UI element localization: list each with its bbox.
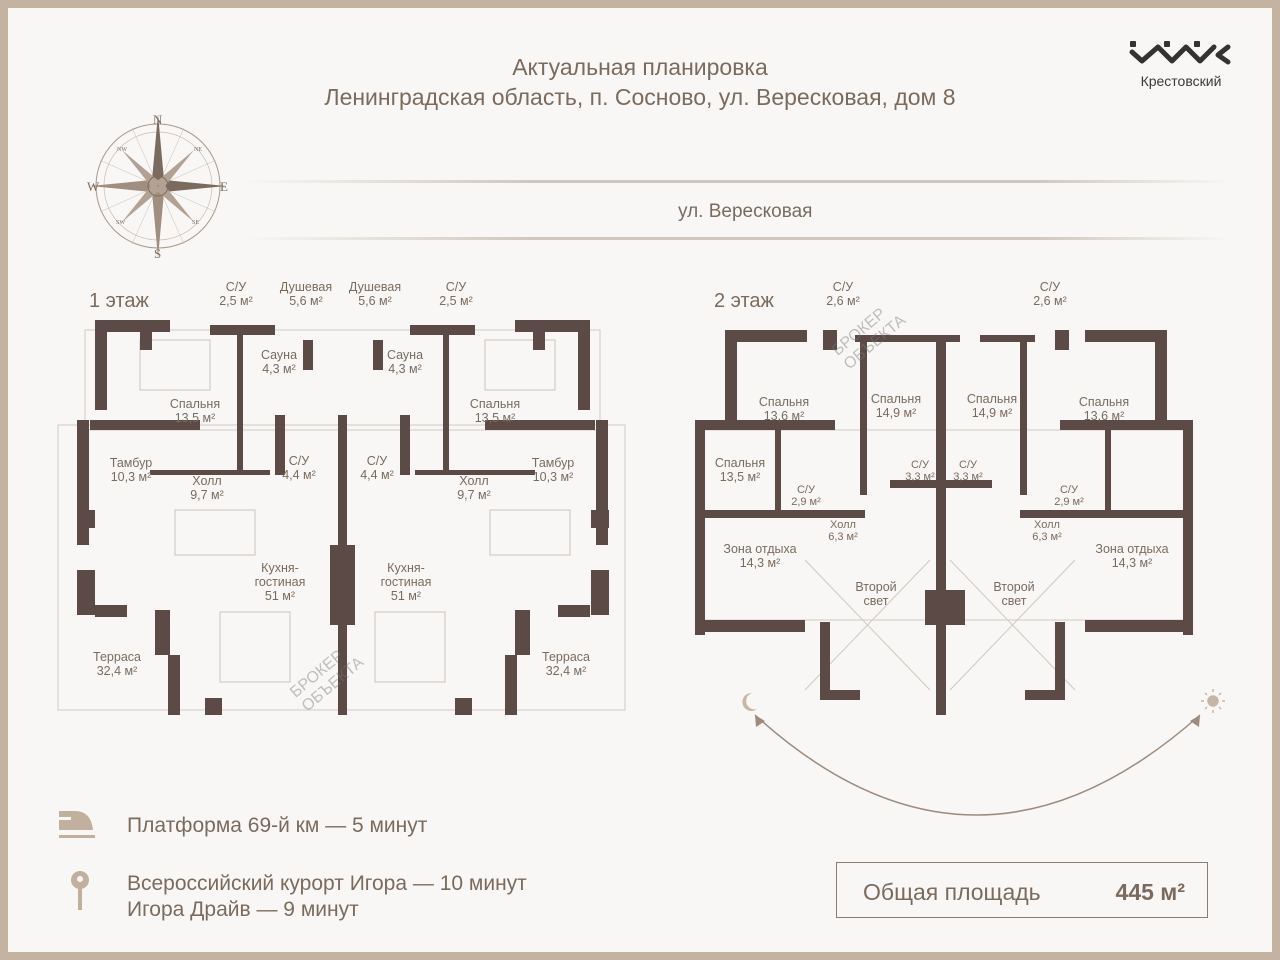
- sheet: [8, 8, 1272, 952]
- street-band: [240, 180, 1230, 240]
- logo-wordmark: Крестовский: [1140, 73, 1222, 89]
- moon-icon: [742, 692, 757, 711]
- compass-nw: NW: [117, 147, 127, 153]
- location-pin-icon: [71, 871, 89, 910]
- compass-rose-icon: [90, 114, 226, 258]
- total-area-value: 445 м²: [1115, 879, 1185, 905]
- compass-e: E: [220, 179, 228, 194]
- resort-info: Всероссийский курорт Игора — 10 минут: [127, 872, 527, 895]
- compass-se: SE: [192, 220, 200, 226]
- floor1-label: 1 этаж: [89, 290, 149, 312]
- floor2-label: 2 этаж: [714, 290, 774, 312]
- drive-info: Игора Драйв — 9 минут: [127, 898, 359, 921]
- logo-mark-icon: [1129, 41, 1231, 65]
- train-info: Платформа 69-й км — 5 минут: [127, 814, 428, 837]
- total-area-box: Общая площадь 445 м²: [836, 862, 1208, 918]
- sun-path: [742, 689, 1225, 816]
- logo: Крестовский: [1126, 40, 1236, 89]
- floor2-plan: [695, 330, 1193, 715]
- page-title: Актуальная планировка: [512, 54, 768, 80]
- train-icon: [59, 811, 95, 838]
- compass-ne: NE: [194, 147, 202, 153]
- address: Ленинградская область, п. Сосново, ул. В…: [324, 84, 956, 110]
- compass-n: N: [153, 112, 163, 127]
- compass-w: W: [87, 179, 100, 194]
- total-area-label: Общая площадь: [863, 879, 1041, 905]
- street-name: ул. Вересковая: [678, 201, 813, 222]
- compass-s: S: [154, 246, 162, 261]
- floor1-plan: [57, 320, 626, 715]
- compass-sw: SW: [116, 220, 125, 226]
- sun-icon: [1201, 689, 1225, 713]
